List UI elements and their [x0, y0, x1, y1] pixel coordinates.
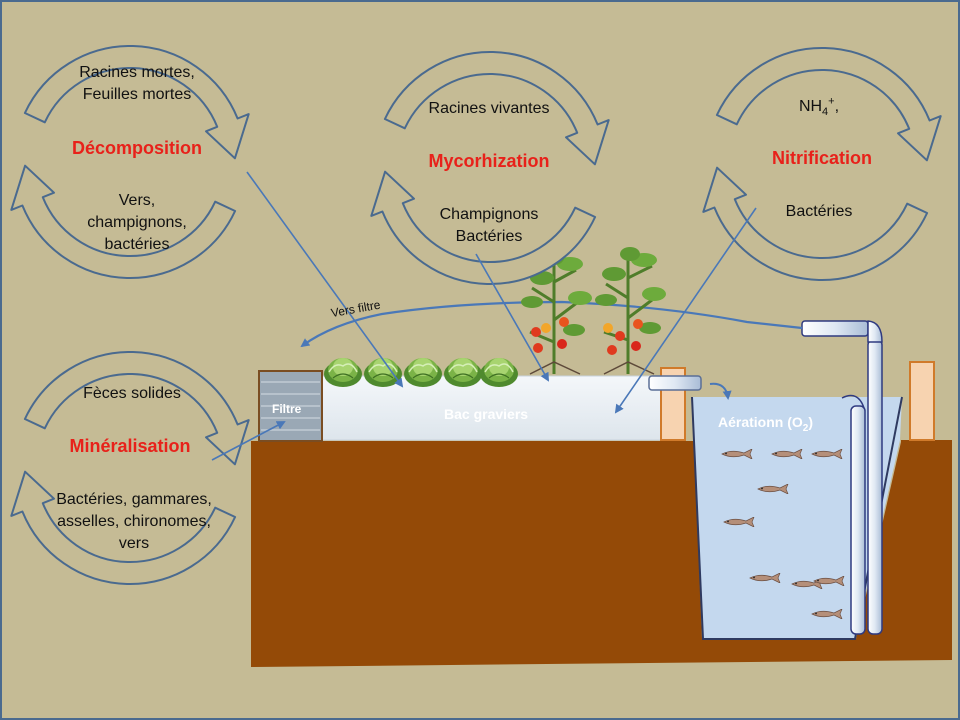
mineralisation-agent-line: Bactéries, gammares,	[56, 491, 212, 508]
ammonium-subscript: 4	[822, 106, 829, 119]
nitrification-cycle-arrow	[702, 166, 929, 282]
decomposition-cycle-arrow	[10, 164, 237, 280]
ammonium-trailing-comma: ,	[834, 98, 840, 115]
tomato-plant-right	[595, 247, 666, 375]
mineralisation-agent-line: vers	[118, 535, 150, 552]
soil-block	[251, 440, 952, 667]
nitrification-link-arrow	[614, 207, 757, 414]
decomposition-link-arrow	[246, 171, 404, 388]
decomposition-inputs: Racines mortes, Feuilles mortes	[42, 62, 232, 106]
nitrification-title: Nitrification	[771, 148, 872, 168]
mycorhization-agents: Champignons Bactéries	[394, 204, 584, 248]
pump-pipes	[801, 320, 883, 635]
outlet-pipe	[648, 375, 702, 391]
decomposition-agents: Vers, champignons, bactéries	[42, 190, 232, 256]
mycorhization-input-line: Racines vivantes	[428, 100, 550, 117]
mineralisation-title: Minéralisation	[69, 436, 191, 456]
ammonium-superscript: +	[828, 95, 835, 108]
tank-label-tail: )	[808, 414, 814, 430]
decomposition-cycle-arrow	[23, 44, 250, 160]
mycorhization-agent-line: Champignons	[439, 206, 539, 223]
mineralisation-link-arrow	[211, 421, 286, 461]
mineralisation-inputs: Fèces solides	[37, 383, 227, 405]
filter-label: Filtre	[272, 402, 302, 416]
support-post-right	[909, 361, 935, 441]
decomposition-agent-line: bactéries	[104, 236, 170, 253]
mycorhization-agent-line: Bactéries	[455, 228, 523, 245]
gravel-bed	[321, 375, 663, 441]
mycorhization-inputs: Racines vivantes	[394, 98, 584, 120]
tank-aeration-label: Aérationn (O2)	[718, 414, 814, 433]
nitrification-agent-line: Bactéries	[785, 203, 853, 220]
mineralisation-cycle-arrow	[23, 350, 250, 466]
nitrification-agents: Bactéries	[724, 201, 914, 223]
mycorhization-cycle-arrow	[383, 50, 610, 166]
nitrification-input: NH4+,	[724, 96, 914, 118]
lettuce-plant	[363, 357, 403, 388]
mineralisation-agents: Bactéries, gammares, asselles, chironome…	[24, 489, 244, 555]
decomposition-input-line: Racines mortes,	[79, 64, 195, 81]
nitrification-cycle-arrow	[715, 46, 942, 162]
decomposition-input-line: Feuilles mortes	[82, 86, 192, 103]
lettuce-plant	[479, 357, 519, 388]
return-flow-arrow	[300, 300, 803, 348]
lettuce-plant	[443, 357, 483, 388]
outlet-flow-arrow	[709, 382, 732, 400]
decomposition-agent-line: Vers,	[118, 192, 156, 209]
mycorhization-cycle-arrow	[370, 170, 597, 286]
mycorhization-title: Mycorhization	[428, 151, 550, 171]
mycorhization-link-arrow	[475, 253, 549, 382]
tank-label-subscript: 2	[802, 422, 809, 434]
gravel-bed-label: Bac graviers	[444, 406, 529, 422]
mineralisation-input-line: Fèces solides	[83, 385, 181, 402]
tank-label-main: Aérationn (O	[718, 414, 803, 430]
mineralisation-cycle-arrow	[10, 470, 237, 586]
ammonium-formula: NH	[798, 98, 823, 115]
decomposition-title: Décomposition	[71, 138, 202, 158]
tomato-plant-left	[521, 251, 592, 375]
lettuce-plant	[323, 357, 363, 388]
lettuce-plant	[403, 357, 443, 388]
decomposition-agent-line: champignons,	[87, 214, 187, 231]
mineralisation-agent-line: asselles, chironomes,	[57, 513, 211, 530]
